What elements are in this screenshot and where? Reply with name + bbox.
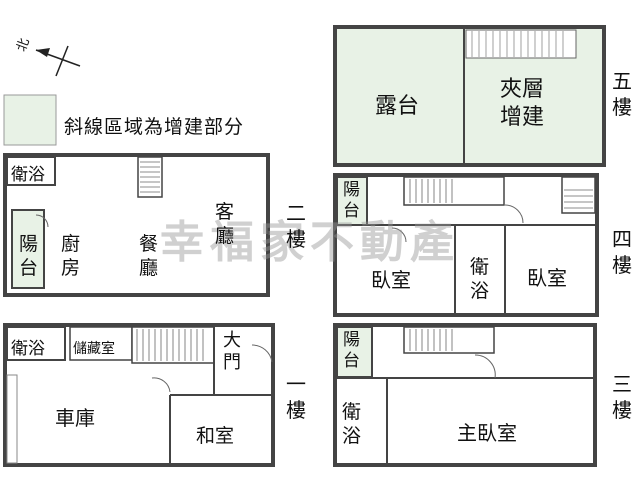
floor-3-plan	[333, 323, 597, 467]
room-1f-door: 大門	[223, 330, 241, 373]
floor-label-1: 一樓	[286, 372, 306, 422]
north-arrow: 北	[14, 36, 81, 77]
watermark: 幸福家不動產	[160, 217, 460, 268]
room-5f-terrace: 露台	[375, 94, 420, 119]
room-4f-bath: 衛浴	[470, 256, 490, 302]
legend-text: 斜線區域為增建部分	[64, 116, 245, 138]
floor-label-2: 二樓	[286, 201, 306, 251]
room-1f-garage: 車庫	[55, 406, 95, 430]
room-2f-dining: 餐廳	[139, 233, 159, 279]
room-3f-master-bedroom: 主臥室	[457, 421, 517, 445]
room-3f-balcony: 陽台	[343, 330, 360, 371]
room-2f-kitchen: 廚房	[61, 233, 81, 279]
legend-swatch	[3, 94, 57, 146]
room-2f-balcony: 陽台	[19, 233, 39, 279]
room-3f-bath: 衛浴	[342, 401, 362, 447]
room-5f-mezzanine: 夾層增建	[499, 77, 544, 130]
room-1f-bath: 衛浴	[11, 339, 45, 359]
room-4f-balcony: 陽台	[343, 180, 360, 221]
room-4f-bedroom-2: 臥室	[527, 266, 567, 290]
floor-4-plan	[333, 173, 599, 317]
floor-2-plan	[3, 153, 270, 297]
room-1f-tatami: 和室	[196, 425, 235, 447]
floor-5-plan	[333, 25, 606, 167]
floor-label-5: 五樓	[612, 69, 632, 119]
floor-label-4: 四樓	[612, 227, 632, 277]
floor-1-plan	[3, 323, 275, 467]
room-2f-living: 客廳	[215, 201, 235, 247]
room-2f-bath: 衛浴	[11, 165, 45, 185]
north-label: 北	[14, 36, 33, 53]
room-4f-bedroom-1: 臥室	[371, 268, 411, 292]
floor-label-3: 三樓	[612, 372, 632, 422]
room-1f-storage: 儲藏室	[73, 341, 115, 357]
